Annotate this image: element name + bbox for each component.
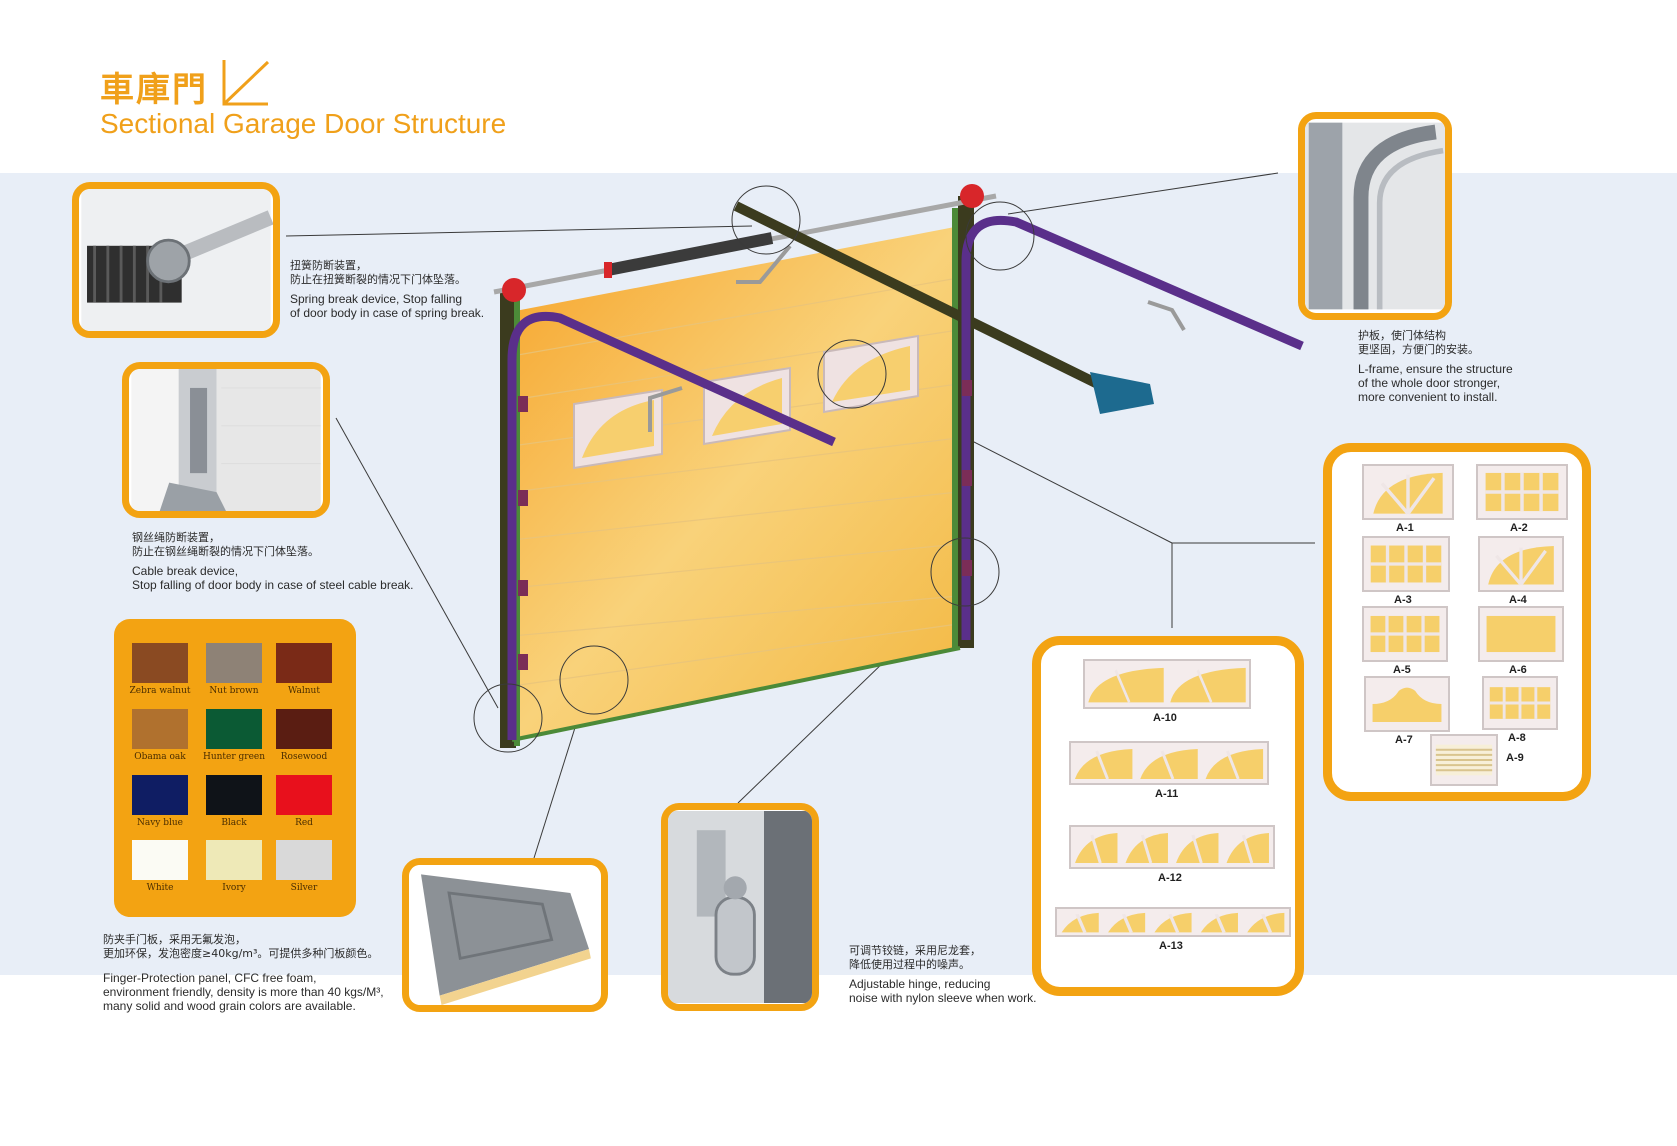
color-swatch xyxy=(206,840,262,880)
hinge-caption: 可调节铰链，采用尼龙套， 降低使用过程中的噪声。 Adjustable hing… xyxy=(849,944,1037,1005)
color-swatch xyxy=(206,643,262,683)
color-swatch xyxy=(276,709,332,749)
window-option xyxy=(1482,676,1558,730)
window-option xyxy=(1069,825,1275,869)
color-swatch xyxy=(132,775,188,815)
window-option xyxy=(1362,464,1454,520)
window-option-label: A-13 xyxy=(1159,940,1183,952)
color-swatch xyxy=(132,840,188,880)
color-swatch-label: Red xyxy=(295,818,313,828)
cable-device-caption: 钢丝绳防断装置， 防止在钢丝绳断裂的情况下门体坠落。 Cable break d… xyxy=(132,531,414,592)
window-option xyxy=(1476,464,1568,520)
l-frame-caption: 护板，使门体结构 更坚固，方便门的安装。 L-frame, ensure the… xyxy=(1358,329,1513,404)
window-option-label: A-4 xyxy=(1509,594,1527,606)
color-swatch-label: Black xyxy=(221,818,247,828)
color-swatch-label: Silver xyxy=(290,883,318,893)
window-option xyxy=(1364,676,1450,732)
l-frame-photo xyxy=(1298,112,1452,320)
color-swatch-label: Rosewood xyxy=(280,752,328,762)
color-swatch xyxy=(276,840,332,880)
color-swatch-label: Hunter green xyxy=(202,752,266,762)
page-title-zh: 車庫門 xyxy=(100,70,208,110)
window-option-label: A-9 xyxy=(1506,752,1524,764)
spring-device-photo xyxy=(72,182,280,338)
window-option xyxy=(1478,606,1564,662)
color-swatch-label: Obama oak xyxy=(134,752,186,762)
window-option xyxy=(1478,536,1564,592)
spring-device-caption: 扭簧防断装置， 防止在扭簧断裂的情况下门体坠落。 Spring break de… xyxy=(290,259,485,320)
arrow-mark-icon xyxy=(222,60,270,106)
window-option-label: A-2 xyxy=(1510,522,1528,534)
color-swatch-label: Ivory xyxy=(222,883,246,893)
color-swatch-label: Nut brown xyxy=(209,686,259,696)
window-option xyxy=(1430,734,1498,786)
color-swatch-label: Navy blue xyxy=(136,818,184,828)
window-option xyxy=(1083,659,1251,709)
cable-device-photo xyxy=(122,362,330,518)
window-option-label: A-6 xyxy=(1509,664,1527,676)
window-option-label: A-8 xyxy=(1508,732,1526,744)
window-option xyxy=(1055,907,1291,937)
hinge-photo xyxy=(661,803,819,1011)
window-option-label: A-5 xyxy=(1393,664,1411,676)
window-option-label: A-3 xyxy=(1394,594,1412,606)
color-swatch xyxy=(206,709,262,749)
color-swatch xyxy=(206,775,262,815)
panel-caption: 防夹手门板，采用无氟发泡， 更加环保，发泡密度≥40kg/m³。可提供多种门板颜… xyxy=(103,933,384,1013)
color-swatch-label: White xyxy=(146,883,174,893)
panel-sample-photo xyxy=(402,858,608,1012)
window-option-label: A-10 xyxy=(1153,712,1177,724)
color-swatch-label: Walnut xyxy=(288,686,320,696)
color-swatch xyxy=(132,709,188,749)
window-option-label: A-12 xyxy=(1158,872,1182,884)
page-title-en: Sectional Garage Door Structure xyxy=(100,108,507,139)
color-swatch-label: Zebra walnut xyxy=(129,686,191,696)
color-swatch xyxy=(276,643,332,683)
window-option xyxy=(1362,606,1448,662)
window-option xyxy=(1362,536,1450,592)
window-option-label: A-11 xyxy=(1155,788,1179,800)
window-option xyxy=(1069,741,1269,785)
window-option-label: A-7 xyxy=(1395,734,1413,746)
color-swatch xyxy=(276,775,332,815)
window-option-label: A-1 xyxy=(1396,522,1414,534)
color-swatch xyxy=(132,643,188,683)
